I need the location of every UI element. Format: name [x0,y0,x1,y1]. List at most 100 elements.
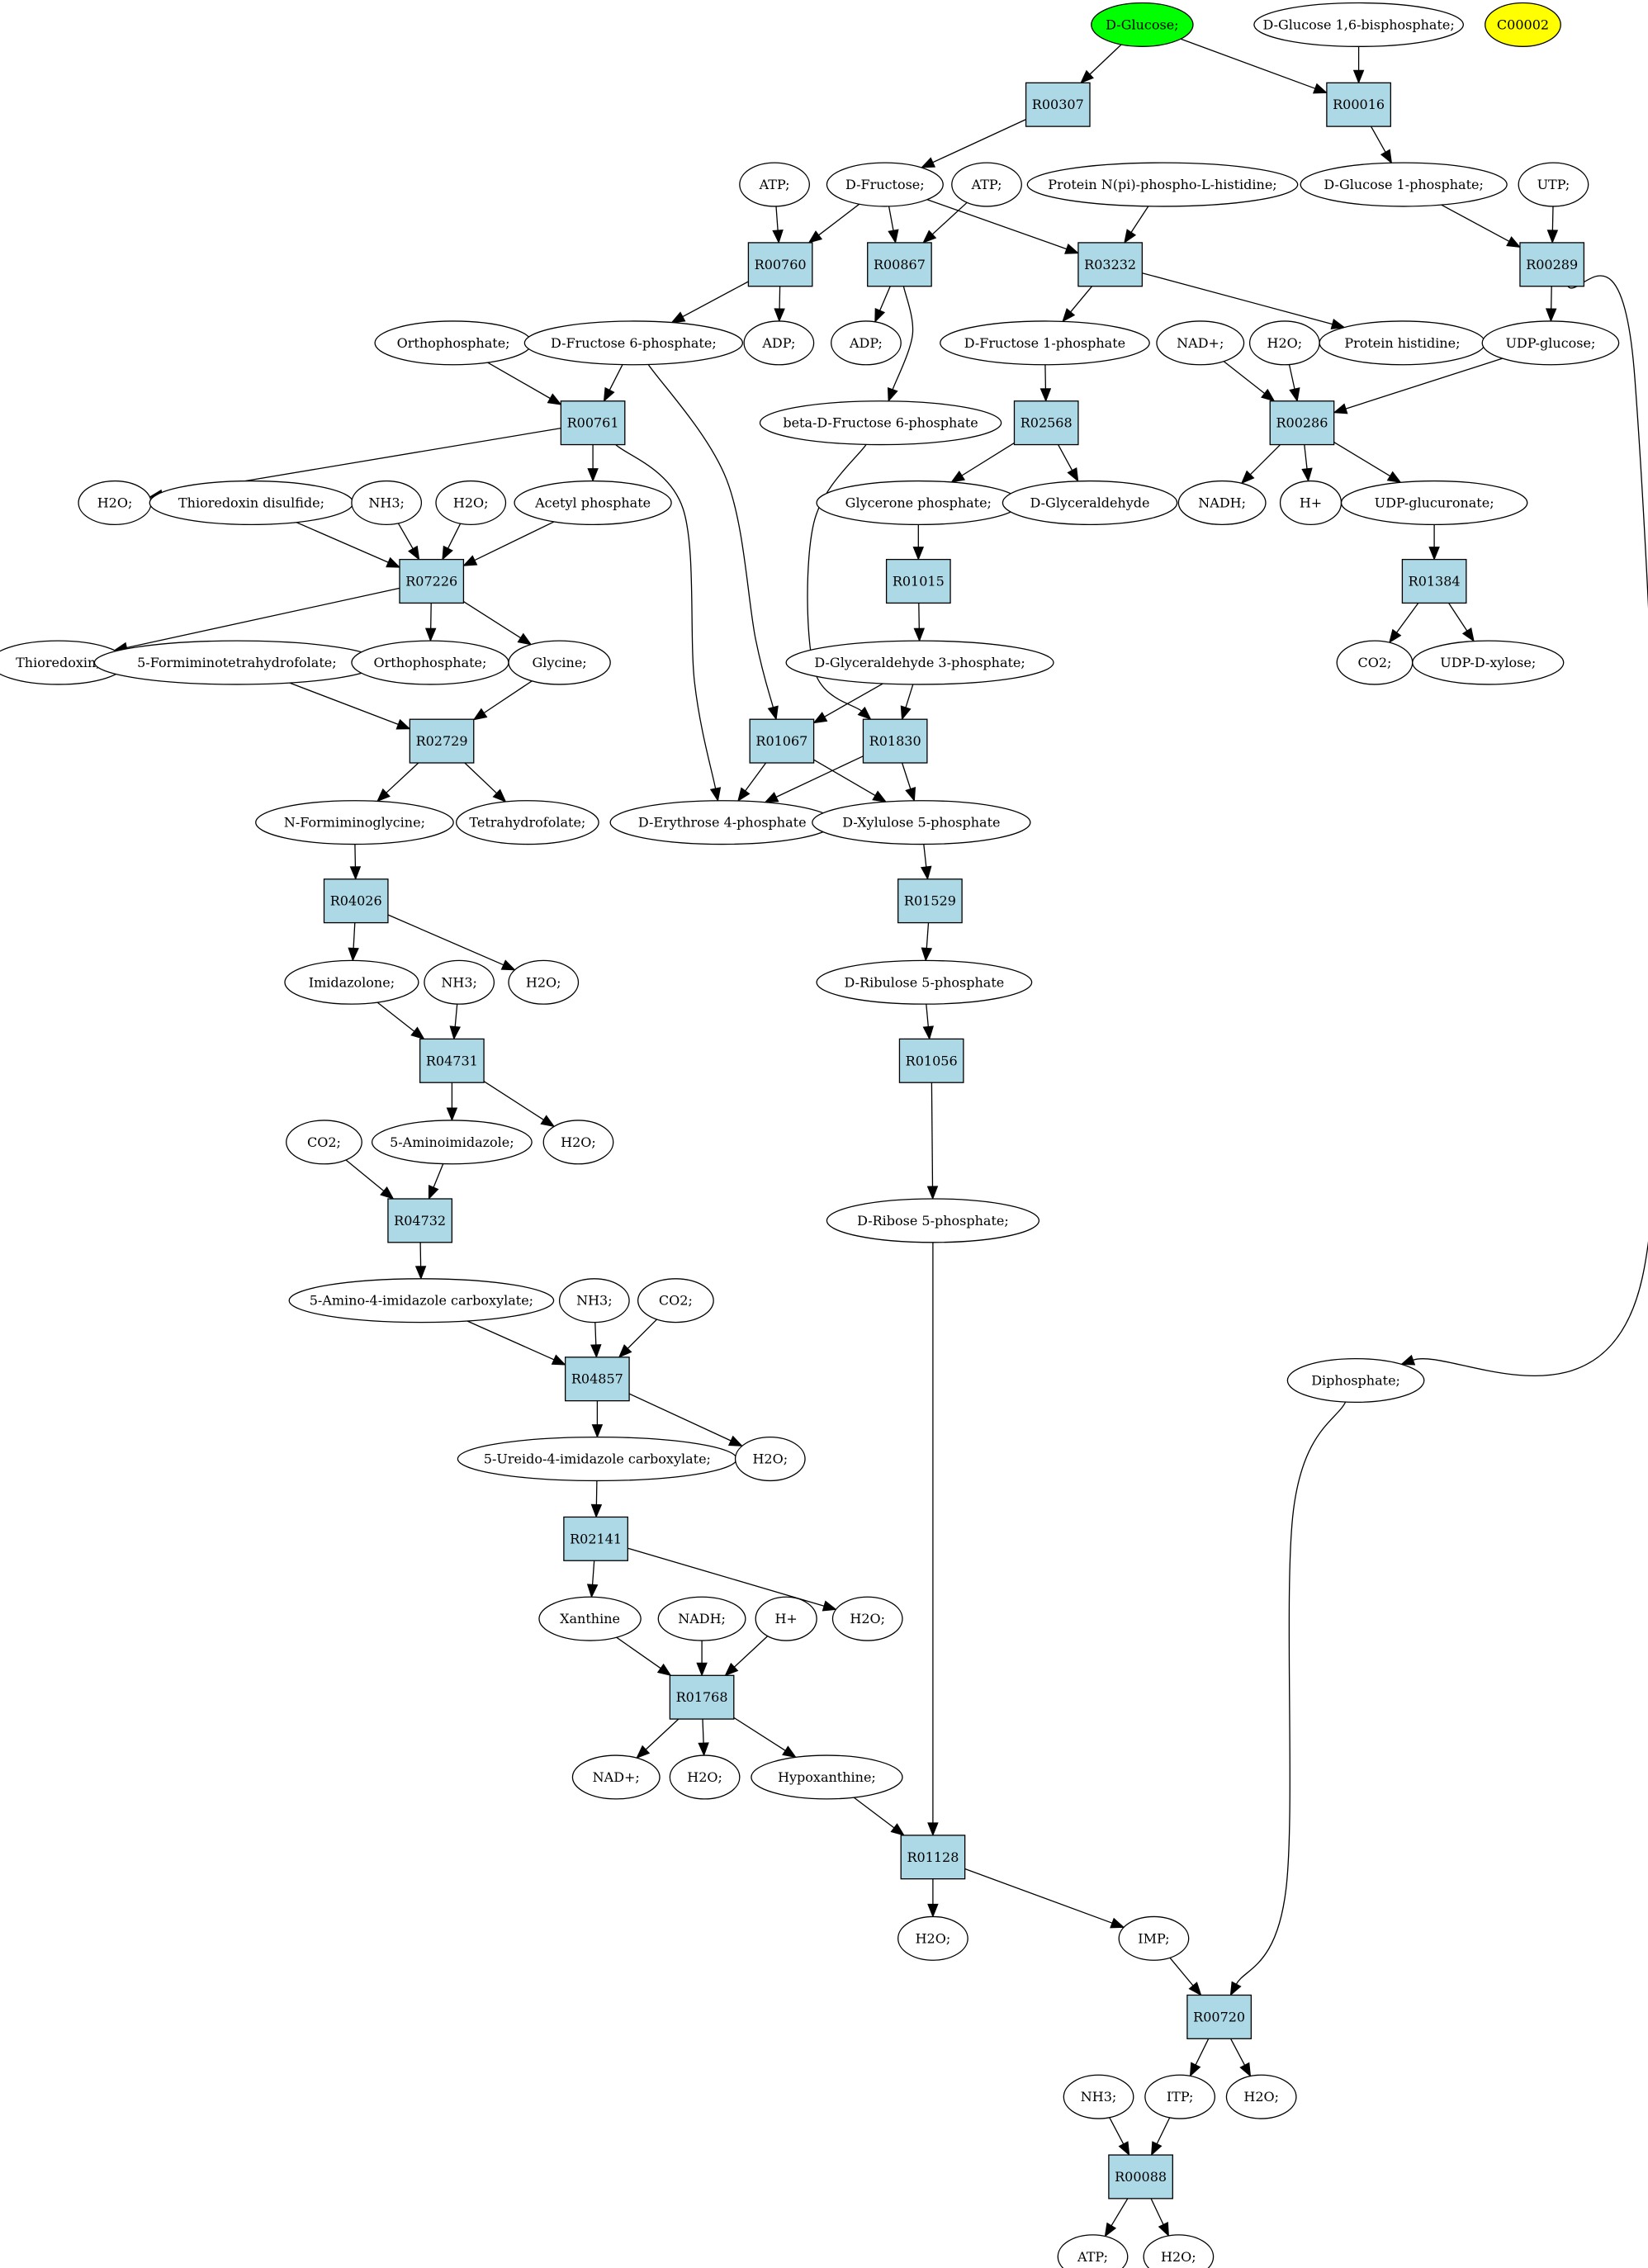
compound-node-xanthine[interactable]: Xanthine [538,1596,642,1641]
reaction-node-r01384[interactable]: R01384 [1401,558,1467,604]
reaction-node-r04731[interactable]: R04731 [419,1038,485,1083]
compound-node-h2o-r286[interactable]: H2O; [1248,320,1320,366]
reaction-node-r02729[interactable]: R02729 [409,718,475,764]
compound-node-udpglc[interactable]: UDP-glucose; [1481,320,1620,366]
compound-node-protein-his[interactable]: Protein histidine; [1319,320,1486,366]
compound-node-h2o-r720[interactable]: H2O; [1225,2074,1297,2119]
compound-label: Protein N(pi)-phospho-L-histidine; [1048,177,1276,192]
compound-node-thf[interactable]: Tetrahydrofolate; [455,800,599,845]
reaction-node-r00761[interactable]: R00761 [560,400,626,446]
compound-node-glyceraldehyde[interactable]: D-Glyceraldehyde [1002,480,1178,526]
compound-node-fructose[interactable]: D-Fructose; [826,162,944,207]
compound-node-udpglcur[interactable]: UDP-glucuronate; [1340,480,1528,526]
compound-label: ATP; [1077,2249,1108,2265]
compound-ellipse [637,1278,714,1323]
compound-node-imp[interactable]: IMP; [1118,1915,1190,1961]
reaction-node-r03232[interactable]: R03232 [1077,242,1144,287]
compound-label: D-Glucose 1-phosphate; [1324,177,1483,192]
compound-node-atp3[interactable]: ATP; [1057,2234,1129,2268]
compound-node-r5p[interactable]: D-Ribose 5-phosphate; [826,1198,1040,1243]
compound-node-ru5p[interactable]: D-Ribulose 5-phosphate [816,959,1033,1005]
compound-node-atp2[interactable]: ATP; [951,162,1022,207]
compound-node-glyceronep[interactable]: Glycerone phosphate; [816,480,1021,526]
compound-node-hplus2[interactable]: H+ [755,1596,817,1641]
compound-node-h2o-r4026[interactable]: H2O; [508,959,580,1005]
reaction-node-r01015[interactable]: R01015 [885,558,951,604]
compound-node-hypoxanthine[interactable]: Hypoxanthine; [751,1754,903,1800]
compound-node-h2o-r2141[interactable]: H2O; [831,1596,903,1641]
reaction-node-r00286[interactable]: R00286 [1269,400,1335,446]
compound-node-orthophosphate2[interactable]: Orthophosphate; [351,640,509,685]
compound-node-f1p[interactable]: D-Fructose 1-phosphate [940,320,1150,366]
reaction-node-r00720[interactable]: R00720 [1186,1994,1253,2039]
compound-node-h2o-r7226[interactable]: H2O; [435,480,507,526]
reaction-node-r00760[interactable]: R00760 [747,242,813,287]
compound-node-formimino-thf[interactable]: 5-Formiminotetrahydrofolate; [93,640,381,685]
compound-node-nadplus2[interactable]: NAD+; [571,1754,661,1800]
reaction-node-r02568[interactable]: R02568 [1013,400,1079,446]
reaction-node-r01067[interactable]: R01067 [749,718,815,764]
compound-node-thioredoxin-ds[interactable]: Thioredoxin disulfide; [149,480,354,526]
compound-node-glycine[interactable]: Glycine; [508,640,611,685]
reaction-node-r04732[interactable]: R04732 [387,1198,453,1243]
compound-node-h2o-r88[interactable]: H2O; [1143,2234,1215,2268]
reaction-node-r00088[interactable]: R00088 [1108,2154,1173,2199]
compound-node-co2-a[interactable]: CO2; [1336,640,1414,685]
reaction-node-r00867[interactable]: R00867 [867,242,932,287]
arrowhead [410,1026,425,1040]
compound-node-adp1[interactable]: ADP; [743,320,815,366]
compound-node-itp[interactable]: ITP; [1144,2074,1216,2119]
compound-node-aminoimidazole[interactable]: 5-Aminoimidazole; [371,1120,533,1165]
reaction-node-r01128[interactable]: R01128 [900,1835,966,1880]
compound-node-g1p[interactable]: D-Glucose 1-phosphate; [1300,162,1508,207]
reaction-node-r04026[interactable]: R04026 [323,878,389,924]
compound-node-h2o-r761[interactable]: H2O; [78,480,152,526]
compound-node-atp1[interactable]: ATP; [739,162,810,207]
compound-node-xu5p[interactable]: D-Xylulose 5-phosphate [812,800,1031,845]
compound-node-h2o-r1768[interactable]: H2O; [669,1754,741,1800]
compound-node-diphosphate[interactable]: Diphosphate; [1286,1357,1425,1404]
compound-label: D-Xylulose 5-phosphate [842,815,1000,831]
compound-node-nh3-d[interactable]: NH3; [1063,2074,1134,2119]
reaction-node-r00307[interactable]: R00307 [1025,82,1091,127]
reaction-node-r04857[interactable]: R04857 [564,1357,630,1402]
reaction-node-r01056[interactable]: R01056 [898,1038,964,1083]
compound-node-g16bp[interactable]: D-Glucose 1,6-bisphosphate; [1253,2,1464,47]
compound-node-udpxyl[interactable]: UDP-D-xylose; [1412,640,1565,685]
compound-node-nformimino-gly[interactable]: N-Formiminoglycine; [255,800,454,845]
compound-node-imidazolone[interactable]: Imidazolone; [284,959,419,1005]
compound-node-orthophosphate1[interactable]: Orthophosphate; [374,320,533,366]
compound-node-h2o-r4731[interactable]: H2O; [542,1120,614,1165]
compound-node-g3p[interactable]: D-Glyceraldehyde 3-phosphate; [785,640,1054,685]
reaction-node-r00289[interactable]: R00289 [1519,242,1585,287]
compound-node-bf6p[interactable]: beta-D-Fructose 6-phosphate [759,400,1002,446]
reaction-node-r07226[interactable]: R07226 [399,558,465,604]
compound-node-nh3-c[interactable]: NH3; [558,1278,630,1323]
compound-node-aica[interactable]: 5-Amino-4-imidazole carboxylate; [288,1278,555,1323]
compound-node-protein-nphis[interactable]: Protein N(pi)-phospho-L-histidine; [1026,162,1299,207]
compound-node-e4p[interactable]: D-Erythrose 4-phosphate [609,800,835,845]
compound-node-nh3-b[interactable]: NH3; [424,959,495,1005]
compound-node-h2o-r4857[interactable]: H2O; [734,1436,806,1482]
reaction-node-r02141[interactable]: R02141 [563,1516,628,1561]
compound-node-acetylp[interactable]: Acetyl phosphate [514,480,672,526]
compound-node-nadplus1[interactable]: NAD+; [1156,320,1245,366]
compound-node-nadh1[interactable]: NADH; [1177,480,1267,526]
reaction-node-r00016[interactable]: R00016 [1326,82,1391,127]
compound-node-c00002[interactable]: C00002 [1485,2,1561,47]
compound-node-h2o-r1128[interactable]: H2O; [897,1915,968,1961]
compound-node-adp2[interactable]: ADP; [831,320,902,366]
reaction-node-r01768[interactable]: R01768 [669,1674,735,1720]
compound-node-hplus1[interactable]: H+ [1279,480,1343,526]
reaction-node-r01529[interactable]: R01529 [897,878,963,924]
compound-node-co2-b[interactable]: CO2; [286,1120,362,1165]
compound-node-nadh2[interactable]: NADH; [657,1596,746,1641]
compound-node-co2-c[interactable]: CO2; [637,1278,714,1323]
compound-node-glucose[interactable]: D-Glucose; [1091,2,1194,47]
compound-node-utp[interactable]: UTP; [1518,162,1589,207]
compound-node-ureido[interactable]: 5-Ureido-4-imidazole carboxylate; [457,1436,737,1482]
compound-node-f6p[interactable]: D-Fructose 6-phosphate; [523,320,744,366]
reaction-box [885,558,951,604]
compound-node-nh3-a[interactable]: NH3; [351,480,423,526]
reaction-node-r01830[interactable]: R01830 [862,718,928,764]
